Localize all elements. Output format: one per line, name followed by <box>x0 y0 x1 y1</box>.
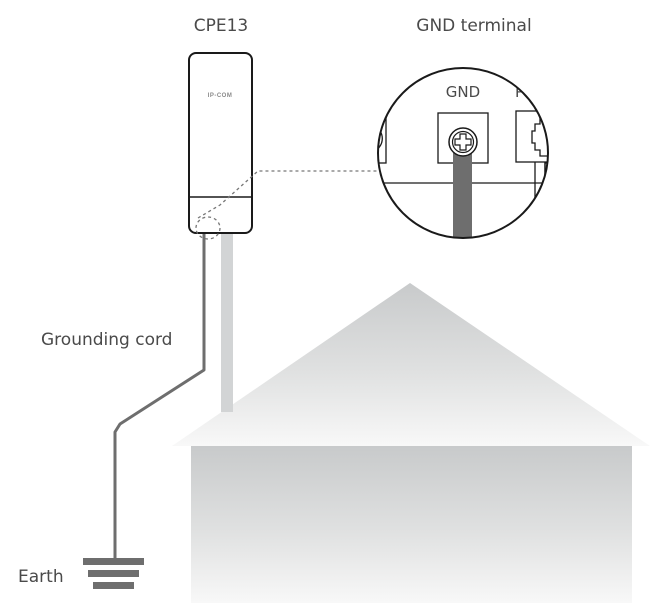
mounting-pole <box>221 232 233 412</box>
gnd-wire <box>453 150 472 238</box>
device-brand-logo: IP-COM <box>208 93 233 99</box>
device-label: CPE13 <box>194 16 249 36</box>
grounding-cord <box>113 232 206 560</box>
gnd-screw-icon <box>448 127 478 157</box>
house <box>172 283 650 603</box>
port-label-power: 1A <box>373 83 394 101</box>
house-roof <box>172 283 650 446</box>
port-label-poe: PoE/ <box>515 83 548 101</box>
cpe-device: IP-COM <box>188 52 253 234</box>
power-port-icon <box>378 112 387 164</box>
grounding-cord-label: Grounding cord <box>41 330 172 350</box>
gnd-terminal-detail: 1A GND PoE/ <box>373 67 549 239</box>
port-label-gnd: GND <box>446 83 480 101</box>
detail-callout-line <box>195 170 380 240</box>
detail-title: GND terminal <box>416 16 531 36</box>
earth-symbol-icon <box>83 558 144 589</box>
house-body <box>191 446 632 603</box>
earth-label: Earth <box>18 567 64 587</box>
